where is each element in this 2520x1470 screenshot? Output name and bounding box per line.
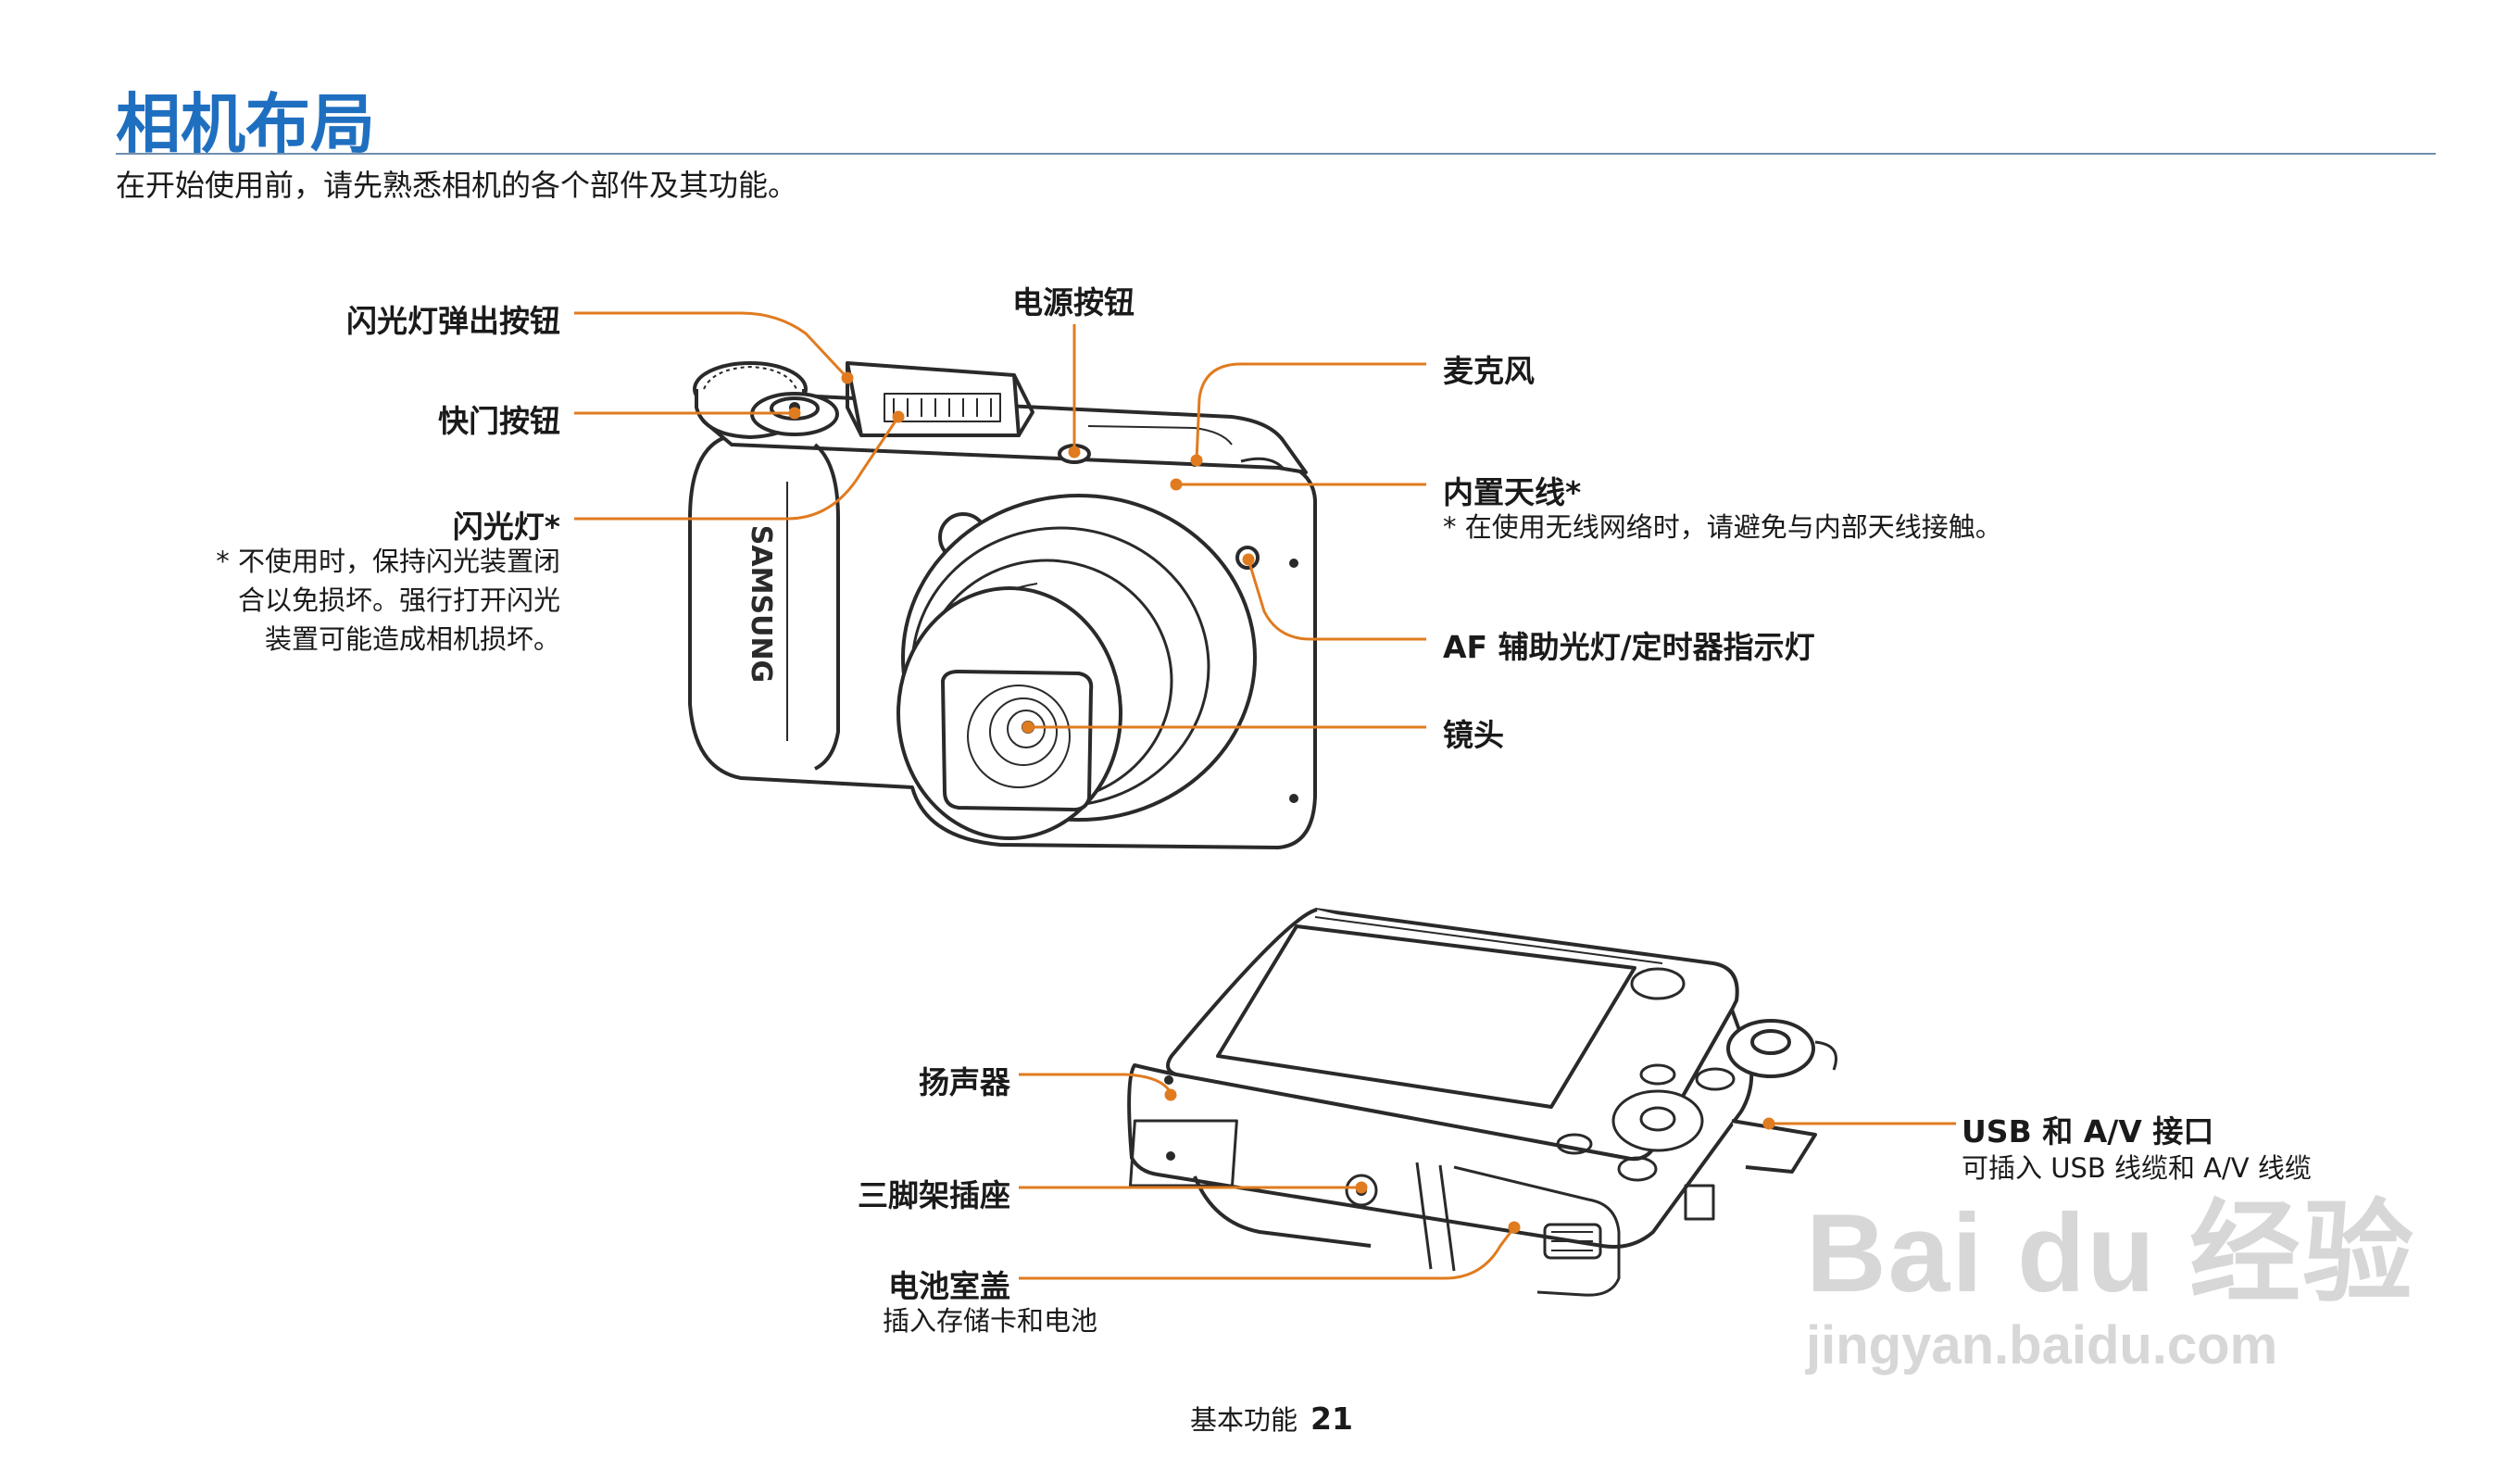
label-battery-cover: 电池室盖 xyxy=(888,1262,1010,1306)
front-camera-illustration xyxy=(690,363,1315,848)
label-shutter-button: 快门按钮 xyxy=(438,396,560,441)
battery-note: 插入存储卡和电池 xyxy=(883,1301,1097,1340)
label-flash: 闪光灯* xyxy=(453,502,560,547)
label-tripod-socket: 三脚架插座 xyxy=(858,1171,1010,1215)
footer-section: 基本功能 xyxy=(1190,1404,1298,1436)
page-number: 21 xyxy=(1310,1401,1353,1437)
label-lens: 镜头 xyxy=(1443,710,1504,755)
watermark-logo: Bai du 经验 xyxy=(1806,1162,2415,1324)
antenna-note: * 在使用无线网络时，请避免与内部天线接触。 xyxy=(1443,508,2002,547)
label-power-button: 电源按钮 xyxy=(1012,278,1135,322)
label-af-lamp: AF 辅助光灯/定时器指示灯 xyxy=(1443,622,1815,667)
label-flash-popup-button: 闪光灯弹出按钮 xyxy=(346,296,560,341)
label-microphone: 麦克风 xyxy=(1443,346,1535,391)
label-usb-av-port: USB 和 A/V 接口 xyxy=(1962,1107,2213,1151)
page-footer: 基本功能 21 xyxy=(1190,1399,1353,1438)
flash-note-line: 合以免损坏。强行打开闪光 xyxy=(216,581,560,620)
brand-logo: SAMSUNG xyxy=(745,525,777,683)
watermark: Bai du 经验 jingyan.baidu.com xyxy=(1806,1162,2415,1376)
flash-note: * 不使用时，保持闪光装置闭 合以免损坏。强行打开闪光 装置可能造成相机损坏。 xyxy=(216,542,560,659)
watermark-url: jingyan.baidu.com xyxy=(1806,1314,2415,1376)
label-speaker: 扬声器 xyxy=(919,1058,1010,1102)
label-antenna: 内置天线* xyxy=(1443,468,1581,512)
flash-note-line: * 不使用时，保持闪光装置闭 xyxy=(216,542,560,581)
back-camera-illustration xyxy=(1129,910,1836,1295)
flash-note-line: 装置可能造成相机损坏。 xyxy=(216,620,560,659)
